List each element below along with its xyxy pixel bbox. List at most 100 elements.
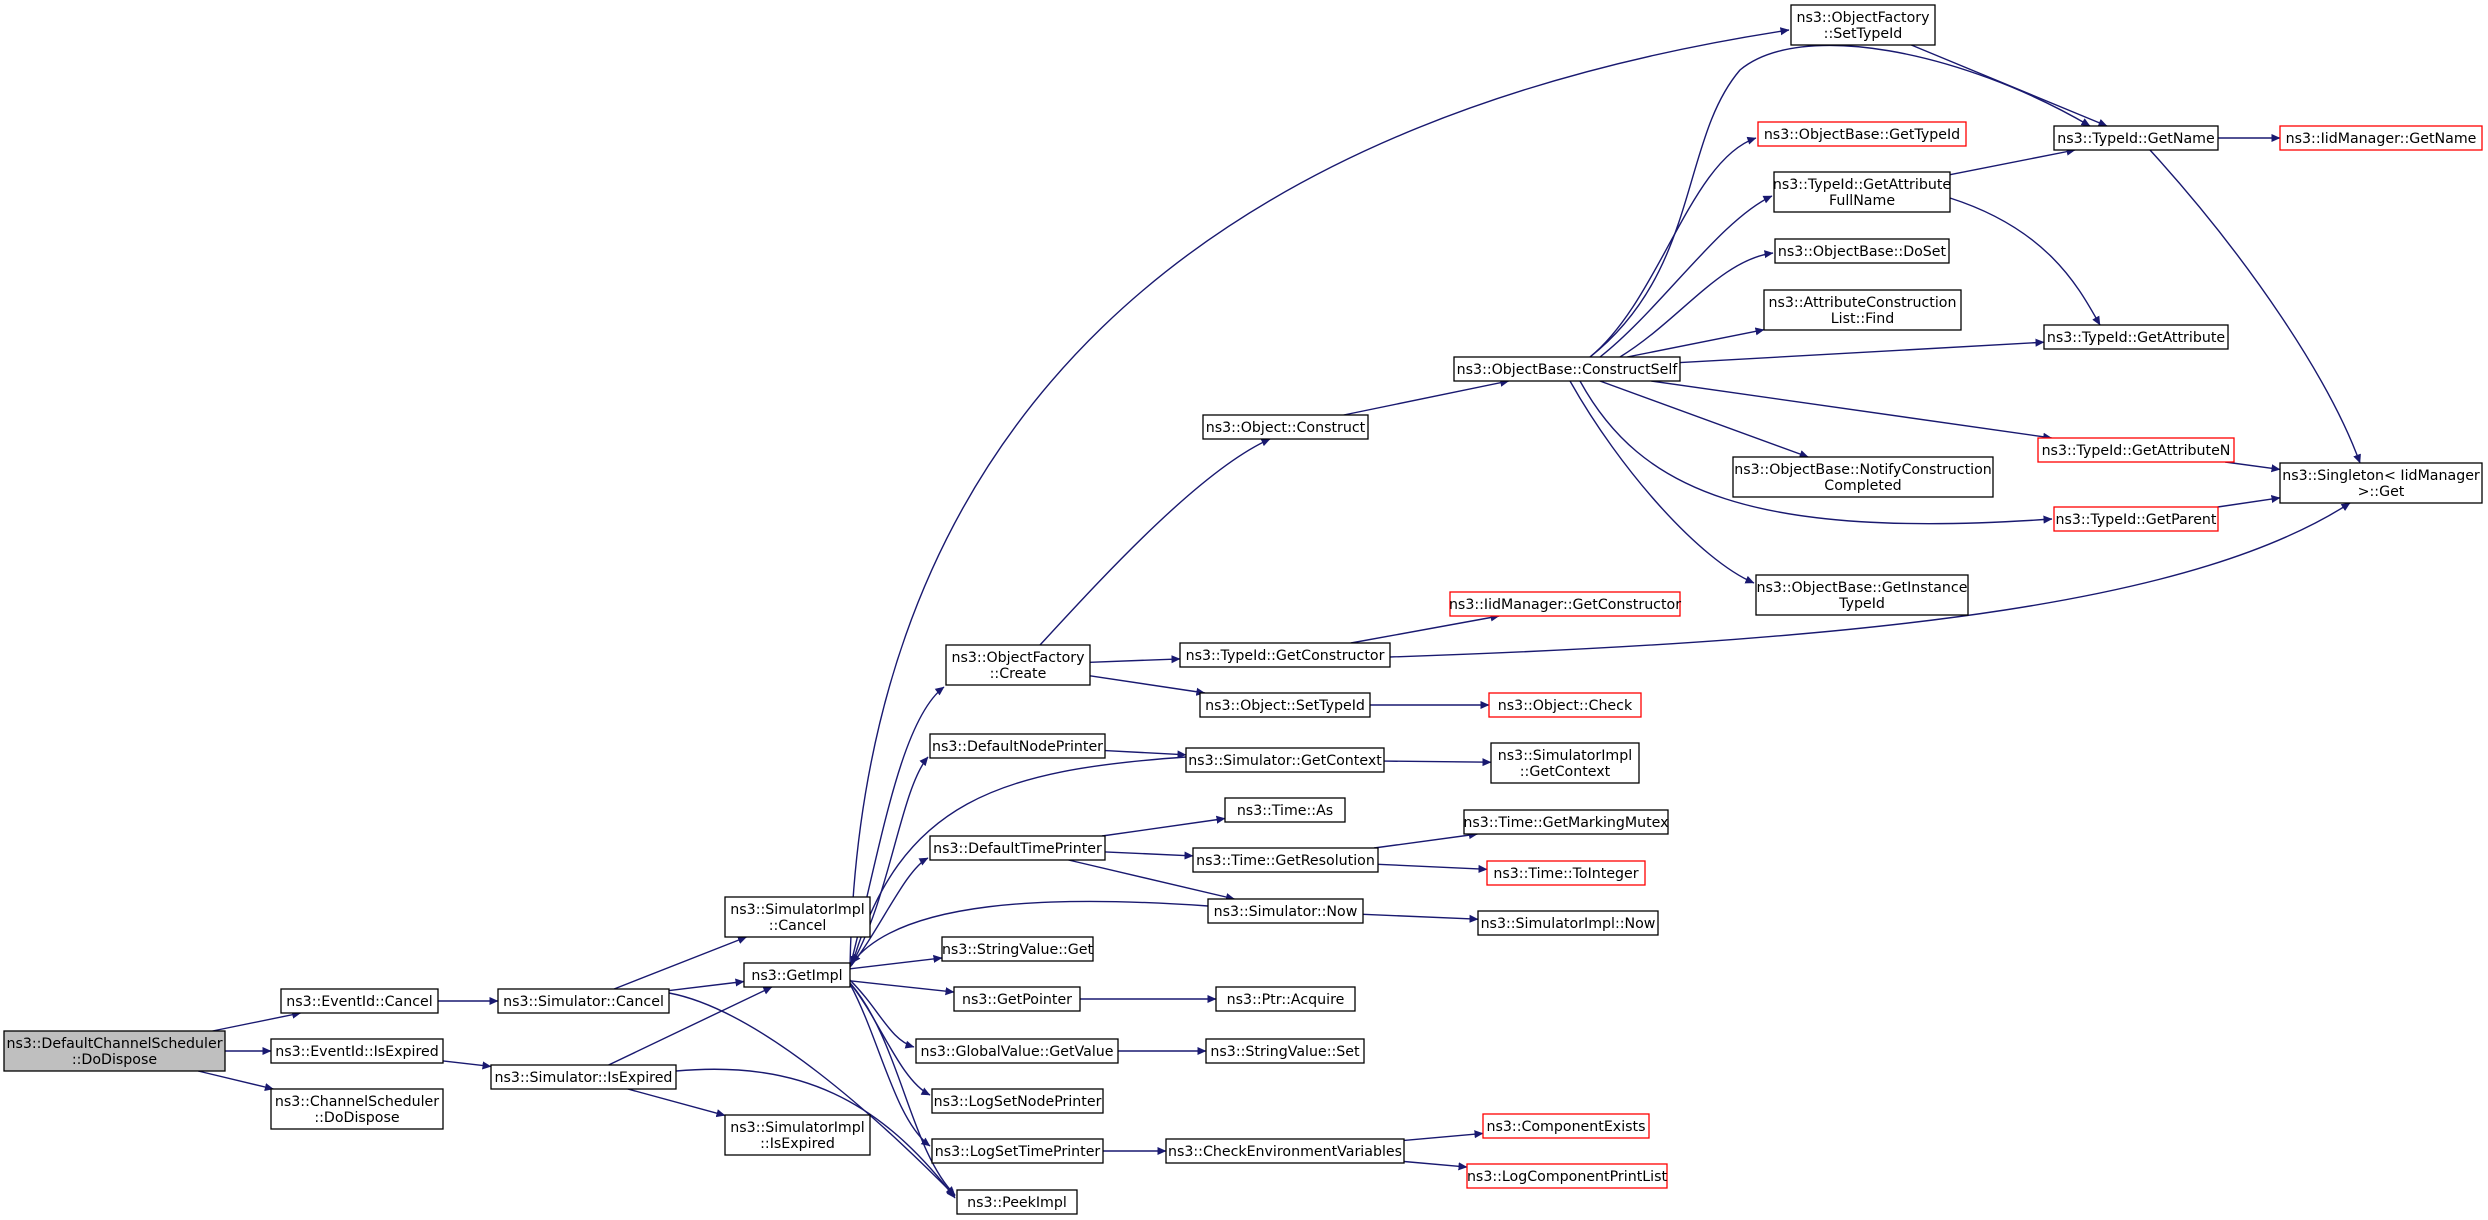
node-peekimpl[interactable]: ns3::PeekImpl: [956, 1189, 1078, 1215]
node-box: [929, 733, 1106, 759]
node-simimplnow[interactable]: ns3::SimulatorImpl::Now: [1477, 910, 1659, 936]
node-box: [2053, 506, 2219, 532]
node-ofcreate[interactable]: ns3::ObjectFactory::Create: [945, 644, 1091, 686]
node-label: ns3::AttributeConstruction: [1769, 295, 1957, 311]
node-box: [1732, 456, 1994, 498]
node-deftimeprinter[interactable]: ns3::DefaultTimePrinter: [929, 835, 1106, 861]
node-tidgetattrn[interactable]: ns3::TypeId::GetAttributeN: [2037, 437, 2235, 463]
node-logsettime[interactable]: ns3::LogSetTimePrinter: [931, 1138, 1104, 1164]
edge-simexpired-to-peekimpl: [675, 1068, 956, 1199]
edge-simgetcontext-to-simimplgetctx: [1383, 758, 1492, 767]
node-label: ns3::DefaultTimePrinter: [933, 841, 1102, 857]
node-box: [1192, 847, 1379, 873]
edge-obconstructself-to-tidgetparent: [1579, 380, 2053, 525]
node-iidgetctor[interactable]: ns3::IidManager::GetConstructor: [1449, 591, 1681, 617]
node-label: ns3::GetImpl: [751, 968, 842, 984]
node-chdispose[interactable]: ns3::ChannelScheduler::DoDispose: [270, 1088, 444, 1130]
node-root[interactable]: ns3::DefaultChannelScheduler::DoDispose: [3, 1030, 226, 1072]
node-label: ::DoDispose: [314, 1110, 399, 1126]
node-label: ns3::GlobalValue::GetValue: [921, 1044, 1114, 1060]
node-box: [931, 1088, 1104, 1114]
node-obdoset[interactable]: ns3::ObjectBase::DoSet: [1774, 238, 1950, 264]
node-timetoint[interactable]: ns3::Time::ToInteger: [1486, 860, 1646, 886]
node-label: ns3::Object::SetTypeId: [1205, 698, 1365, 714]
node-timemutex[interactable]: ns3::Time::GetMarkingMutex: [1463, 809, 1669, 835]
node-objcheck[interactable]: ns3::Object::Check: [1488, 692, 1642, 718]
node-singletonget[interactable]: ns3::Singleton< IidManager>::Get: [2279, 462, 2483, 504]
node-objsettypeid[interactable]: ns3::Object::SetTypeId: [1199, 692, 1371, 718]
node-label: ns3::TypeId::GetAttributeN: [2042, 443, 2231, 459]
node-label: ns3::ObjectFactory: [1797, 10, 1930, 26]
node-simimplcancel[interactable]: ns3::SimulatorImpl::Cancel: [724, 896, 871, 938]
edge-getimpl-to-getpointer: [849, 980, 955, 996]
node-simimplgetctx[interactable]: ns3::SimulatorImpl::GetContext: [1490, 742, 1640, 784]
node-label: ns3::ComponentExists: [1487, 1119, 1646, 1135]
node-checkenv[interactable]: ns3::CheckEnvironmentVariables: [1165, 1138, 1405, 1164]
node-strvalget[interactable]: ns3::StringValue::Get: [941, 936, 1094, 962]
node-evcancel[interactable]: ns3::EventId::Cancel: [280, 988, 439, 1014]
edge-simgetcontext-to-getimpl: [850, 756, 1187, 966]
node-obnotify[interactable]: ns3::ObjectBase::NotifyConstructionCompl…: [1732, 456, 1994, 498]
node-tidgetparent[interactable]: ns3::TypeId::GetParent: [2053, 506, 2219, 532]
node-simexpired[interactable]: ns3::Simulator::IsExpired: [490, 1064, 677, 1090]
node-label: ns3::TypeId::GetAttribute: [2047, 330, 2225, 346]
edge-tidgetattrfull-to-tidgetattr: [1949, 197, 2101, 326]
node-ofsettypeid[interactable]: ns3::ObjectFactory::SetTypeId: [1790, 4, 1936, 46]
node-label: ns3::GetPointer: [962, 992, 1072, 1008]
node-box: [1463, 809, 1669, 835]
node-label: ns3::ObjectBase::NotifyConstruction: [1734, 462, 1992, 478]
node-compexists[interactable]: ns3::ComponentExists: [1482, 1113, 1650, 1139]
node-label: ns3::EventId::IsExpired: [275, 1044, 439, 1060]
node-box: [497, 988, 670, 1014]
node-objconstruct[interactable]: ns3::Object::Construct: [1202, 414, 1369, 440]
node-box: [1199, 692, 1371, 718]
node-box: [1774, 238, 1950, 264]
node-logcompprint[interactable]: ns3::LogComponentPrintList: [1466, 1163, 1668, 1189]
node-simnow[interactable]: ns3::Simulator::Now: [1207, 898, 1364, 924]
edge-simcancel-to-simimplcancel: [613, 936, 747, 990]
node-timegetres[interactable]: ns3::Time::GetResolution: [1192, 847, 1379, 873]
node-defnodeprinter[interactable]: ns3::DefaultNodePrinter: [929, 733, 1106, 759]
node-label: ns3::Simulator::Cancel: [503, 994, 664, 1010]
node-simimplexpired[interactable]: ns3::SimulatorImpl::IsExpired: [724, 1114, 871, 1156]
node-iidgetname[interactable]: ns3::IidManager::GetName: [2279, 125, 2483, 151]
node-label: ::IsExpired: [760, 1136, 835, 1152]
node-tidgetctor[interactable]: ns3::TypeId::GetConstructor: [1179, 642, 1391, 668]
node-gvgetvalue[interactable]: ns3::GlobalValue::GetValue: [915, 1038, 1119, 1064]
node-ptracquire[interactable]: ns3::Ptr::Acquire: [1215, 986, 1356, 1012]
edges-layer: [197, 27, 2361, 1199]
node-label: ns3::TypeId::GetAttribute: [1773, 177, 1951, 193]
node-label: ::Cancel: [769, 918, 827, 934]
edge-tidgetattrn-to-singletonget: [2225, 461, 2281, 473]
node-label: ns3::Singleton< IidManager: [2282, 468, 2480, 484]
node-label: ns3::Ptr::Acquire: [1227, 992, 1345, 1008]
node-simcancel[interactable]: ns3::Simulator::Cancel: [497, 988, 670, 1014]
node-getimpl[interactable]: ns3::GetImpl: [743, 962, 851, 988]
node-obgettypeid[interactable]: ns3::ObjectBase::GetTypeId: [1757, 121, 1967, 147]
node-box: [270, 1088, 444, 1130]
node-label: ns3::Simulator::IsExpired: [495, 1070, 673, 1086]
node-tidgetattr[interactable]: ns3::TypeId::GetAttribute: [2043, 324, 2229, 350]
node-label: ns3::ObjectBase::GetTypeId: [1764, 127, 1960, 143]
node-label: ns3::SimulatorImpl::Now: [1481, 916, 1656, 932]
edge-obconstructself-to-obgettypeid: [1589, 136, 1757, 358]
node-label: ns3::TypeId::GetConstructor: [1186, 648, 1385, 664]
node-logsetnode[interactable]: ns3::LogSetNodePrinter: [931, 1088, 1104, 1114]
node-tidgetname[interactable]: ns3::TypeId::GetName: [2053, 125, 2219, 151]
node-label: ::DoDispose: [72, 1052, 157, 1068]
node-getpointer[interactable]: ns3::GetPointer: [953, 986, 1081, 1012]
node-strvalset[interactable]: ns3::StringValue::Set: [1205, 1038, 1365, 1064]
edge-simexpired-to-getimpl: [608, 986, 773, 1066]
node-label: ::Create: [990, 666, 1047, 682]
edge-root-to-evcancel: [212, 1010, 302, 1032]
node-obconstructself[interactable]: ns3::ObjectBase::ConstructSelf: [1453, 356, 1681, 382]
node-evexpired[interactable]: ns3::EventId::IsExpired: [270, 1038, 444, 1064]
node-box: [945, 644, 1091, 686]
node-box: [1755, 574, 1969, 616]
node-simgetcontext[interactable]: ns3::Simulator::GetContext: [1185, 747, 1385, 773]
node-timeas[interactable]: ns3::Time::As: [1224, 797, 1346, 823]
